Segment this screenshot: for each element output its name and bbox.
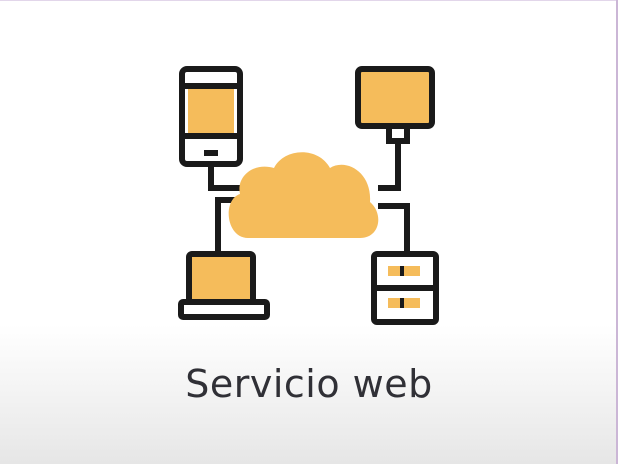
- web-service-illustration: [178, 66, 439, 325]
- phone-icon: [179, 66, 243, 167]
- server-icon: [371, 251, 439, 325]
- laptop-icon: [178, 251, 270, 320]
- monitor-icon: [355, 66, 435, 144]
- caption-title: Servicio web: [185, 362, 433, 406]
- cloud-icon: [228, 152, 379, 238]
